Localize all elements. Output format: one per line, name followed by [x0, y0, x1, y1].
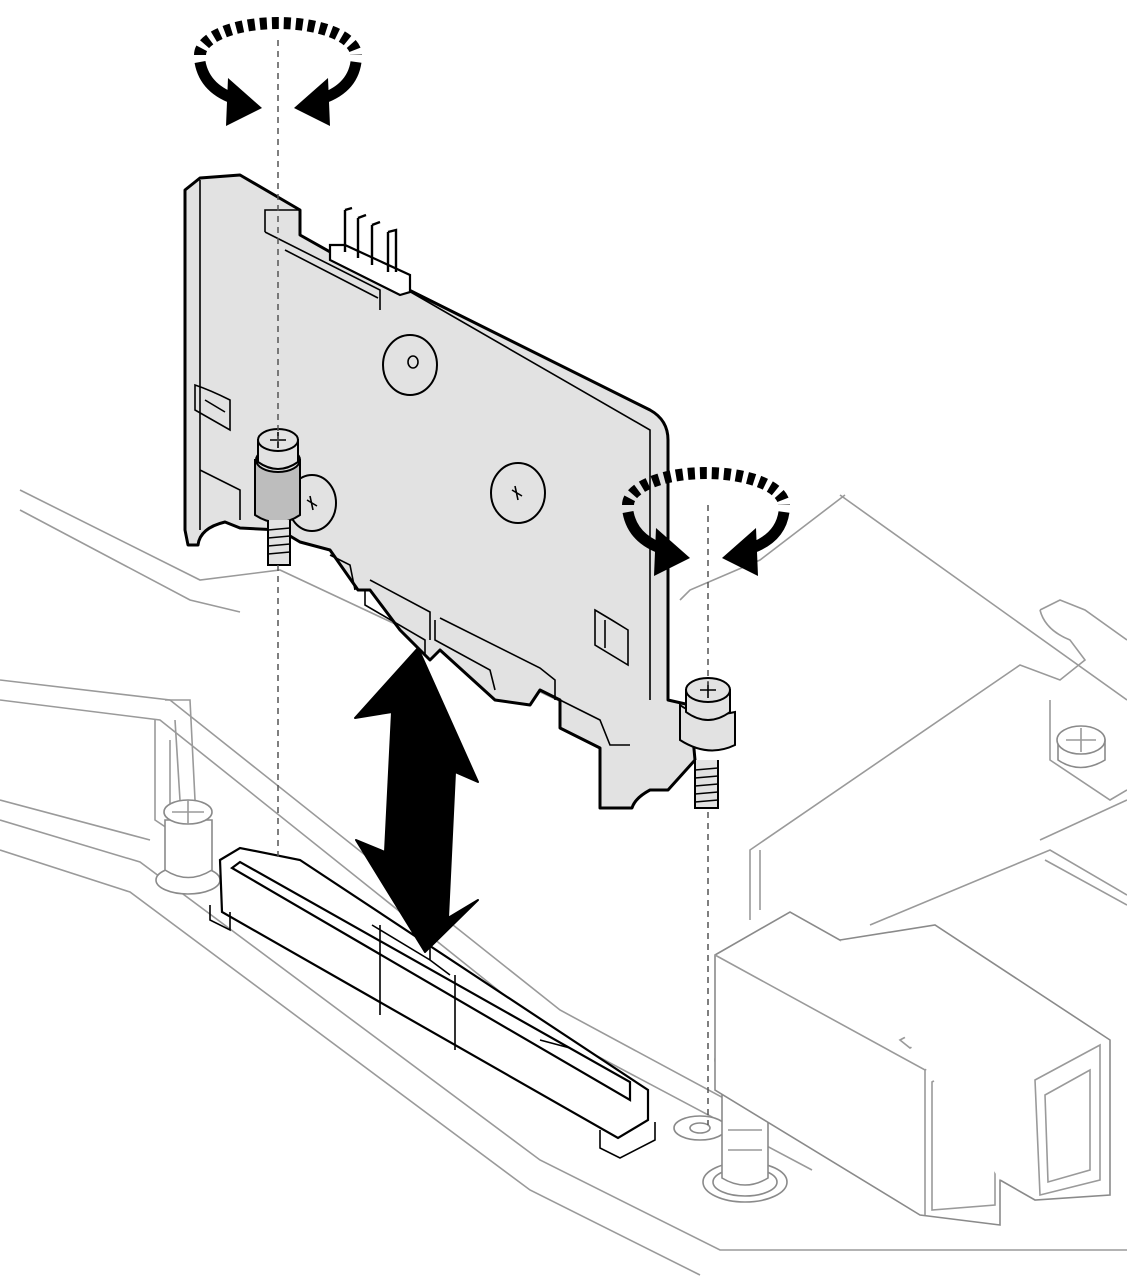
card-boss-upper — [382, 334, 438, 396]
pin-header — [328, 206, 412, 297]
edge-connector — [209, 846, 656, 1159]
chassis-tray — [0, 489, 1127, 1276]
port-cage — [714, 849, 1127, 1226]
captive-screw-left — [254, 428, 301, 566]
standoff-far-right — [1056, 725, 1106, 769]
captive-screw-right — [679, 677, 736, 809]
move-up-down-icon — [354, 647, 479, 953]
adapter-card-body — [183, 173, 697, 810]
standoff-left — [155, 799, 221, 895]
rotate-both-ways-icon — [194, 17, 362, 126]
card-boss-lower — [490, 462, 546, 524]
rotate-both-ways-icon — [622, 467, 790, 576]
alignment-lines — [277, 40, 709, 1125]
